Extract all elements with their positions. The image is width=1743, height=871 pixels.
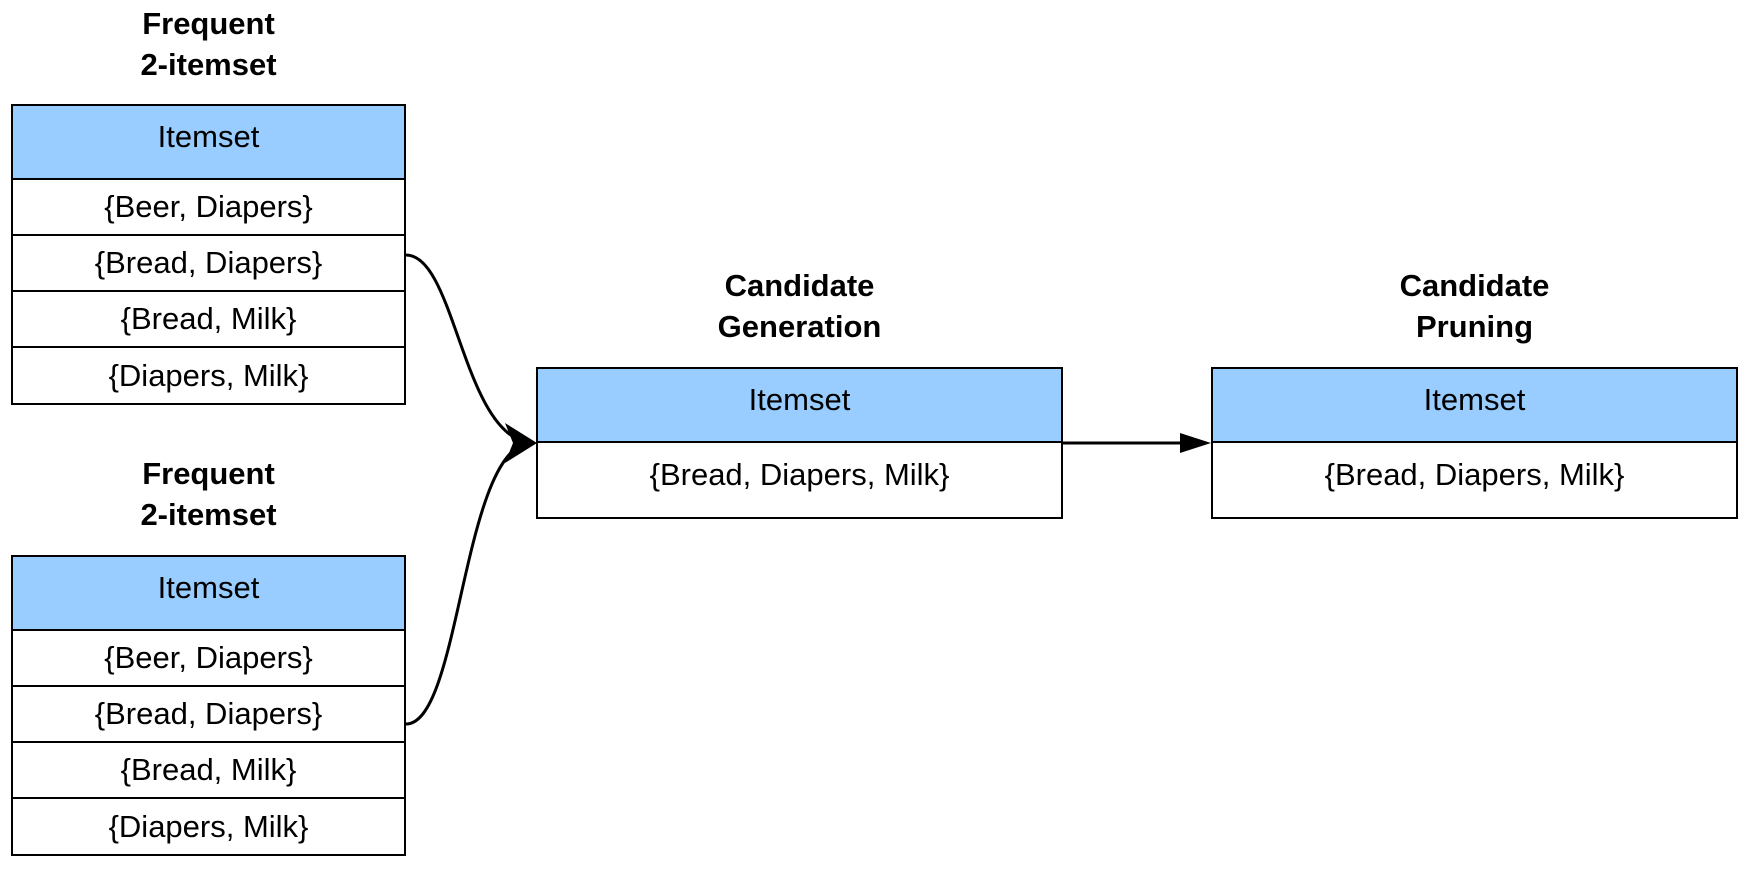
table-row: {Bread, Diapers, Milk} <box>649 457 950 492</box>
table-row: {Bread, Diapers} <box>13 236 404 292</box>
table-row: {Bread, Diapers} <box>13 687 404 743</box>
table-row: {Bread, Milk} <box>13 743 404 799</box>
table-row: {Bread, Diapers, Milk} <box>1324 457 1625 492</box>
title-line-1: Frequent <box>142 456 275 491</box>
title-line-2: Generation <box>717 309 882 344</box>
table-row: {Diapers, Milk} <box>108 809 309 844</box>
title-line-2: 2-itemset <box>140 497 277 532</box>
title-line-2: Pruning <box>1415 309 1534 344</box>
table-row: {Beer, Diapers} <box>13 180 404 236</box>
title-line-1: Candidate <box>1399 268 1550 303</box>
table-row: {Beer, Diapers} <box>13 631 404 687</box>
candidate-pruning-title: Candidate Pruning <box>1212 265 1737 347</box>
title-line-1: Candidate <box>724 268 875 303</box>
table-header: Itemset <box>13 557 404 631</box>
candidate-generation-title: Candidate Generation <box>537 265 1062 347</box>
connector-bottom-to-generation <box>405 441 529 726</box>
frequent-2-itemset-title-bottom: Frequent 2-itemset <box>12 453 405 535</box>
table-header: Itemset <box>13 106 404 180</box>
title-line-2: 2-itemset <box>140 47 277 82</box>
title-line-1: Frequent <box>142 6 275 41</box>
pruning-arrowhead <box>1180 433 1211 453</box>
table-header: Itemset <box>538 369 1061 443</box>
table-row: {Diapers, Milk} <box>108 358 309 393</box>
candidate-pruning-table: Itemset {Bread, Diapers, Milk} <box>1211 367 1738 519</box>
connector-top-to-generation <box>405 253 529 445</box>
frequent-itemset-table-bottom: Itemset {Beer, Diapers} {Bread, Diapers}… <box>11 555 406 856</box>
candidate-generation-table: Itemset {Bread, Diapers, Milk} <box>536 367 1063 519</box>
table-row: {Bread, Milk} <box>13 292 404 348</box>
frequent-itemset-table-top: Itemset {Beer, Diapers} {Bread, Diapers}… <box>11 104 406 405</box>
table-header: Itemset <box>1213 369 1736 443</box>
merge-arrowhead <box>505 423 537 463</box>
frequent-2-itemset-title-top: Frequent 2-itemset <box>12 3 405 85</box>
